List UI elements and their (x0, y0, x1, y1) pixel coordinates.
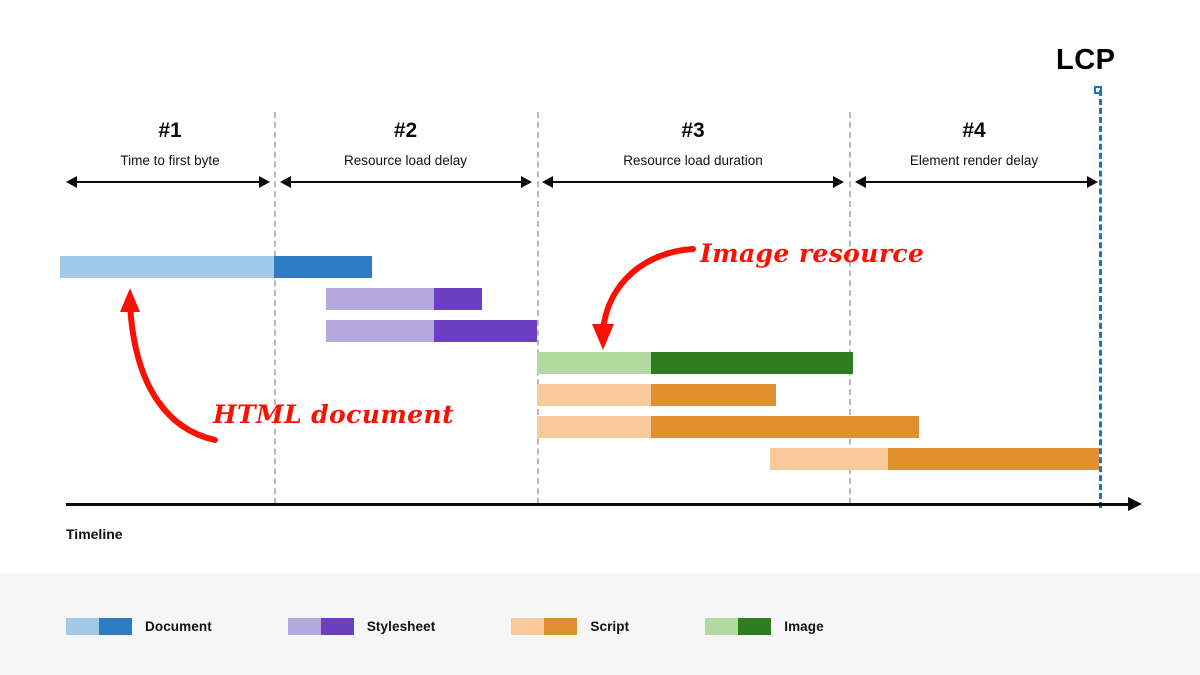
resource-bar-stylesheet-1-duration (434, 288, 482, 310)
legend-swatch-stylesheet-icon (287, 618, 354, 635)
resource-bar-script-3-delay (770, 448, 888, 470)
phase-1-header: #1 Time to first byte (66, 120, 274, 168)
phase-3-measure-arrow (542, 175, 844, 189)
resource-bar-stylesheet-2-duration (434, 320, 537, 342)
resource-bar-image-delay (537, 352, 651, 374)
phase-4-number: #4 (962, 119, 986, 142)
legend-swatch-document-icon (66, 618, 132, 635)
gridline-phase2-phase3 (537, 112, 539, 504)
resource-bar-script-2-duration (651, 416, 919, 438)
phase-3-number: #3 (681, 119, 705, 142)
resource-bar-script-3 (770, 448, 1099, 470)
resource-bar-script-1-delay (537, 384, 651, 406)
phase-2-measure-arrow (280, 175, 532, 189)
timeline-axis-label: Timeline (66, 526, 123, 542)
annotation-label-image-resource: Image resource (700, 239, 925, 268)
legend-band: Document Stylesheet Script (0, 574, 1200, 675)
gridline-phase1-phase2 (274, 112, 276, 504)
phase-1-number: #1 (158, 119, 182, 142)
resource-bar-image (537, 352, 853, 374)
resource-bar-script-1-duration (651, 384, 776, 406)
phase-3-header: #3 Resource load duration (537, 120, 849, 168)
resource-bar-image-duration (651, 352, 853, 374)
timeline-axis-arrowhead (1128, 497, 1142, 511)
legend-label-document: Document (145, 619, 212, 634)
phase-2-number: #2 (393, 119, 418, 142)
resource-bar-stylesheet-2-delay (326, 320, 434, 342)
phase-4-label: Element render delay (909, 153, 1039, 168)
legend-label-script: Script (590, 619, 630, 634)
legend-swatch-script-icon (511, 618, 578, 635)
resource-bar-stylesheet-1-delay (326, 288, 434, 310)
gridline-phase3-phase4 (849, 112, 851, 504)
resource-bar-document-delay (60, 256, 274, 278)
lcp-label: LCP (1056, 44, 1116, 76)
annotation-label-html-document: HTML document (213, 400, 455, 429)
legend-item-stylesheet: Stylesheet (287, 618, 436, 635)
lcp-dashed-line (1099, 90, 1102, 508)
resource-bar-script-3-duration (888, 448, 1099, 470)
legend-swatch-image-icon (705, 618, 772, 635)
resource-bar-stylesheet-1 (326, 288, 482, 310)
resource-bar-script-2 (537, 416, 919, 438)
legend-item-document: Document (66, 618, 212, 635)
phase-4-measure-arrow (855, 175, 1098, 189)
resource-bar-stylesheet-2 (326, 320, 537, 342)
legend-item-script: Script (511, 618, 629, 635)
resource-bar-document-duration (274, 256, 372, 278)
resource-bar-script-2-delay (537, 416, 651, 438)
timeline-axis-line (66, 503, 1130, 506)
resource-bar-script-1 (537, 384, 776, 406)
legend-label-image: Image (784, 619, 824, 634)
phase-1-label: Time to first byte (120, 153, 220, 168)
phase-2-label: Resource load delay (343, 153, 468, 168)
resource-bar-document (60, 256, 372, 278)
phase-4-header: #4 Element render delay (849, 120, 1099, 168)
phase-3-label: Resource load duration (623, 153, 763, 168)
phase-1-measure-arrow (66, 175, 270, 189)
phase-2-header: #2 Resource load delay (274, 120, 537, 168)
legend-label-stylesheet: Stylesheet (366, 619, 436, 634)
legend: Document Stylesheet Script (66, 618, 900, 635)
legend-item-image: Image (705, 618, 824, 635)
